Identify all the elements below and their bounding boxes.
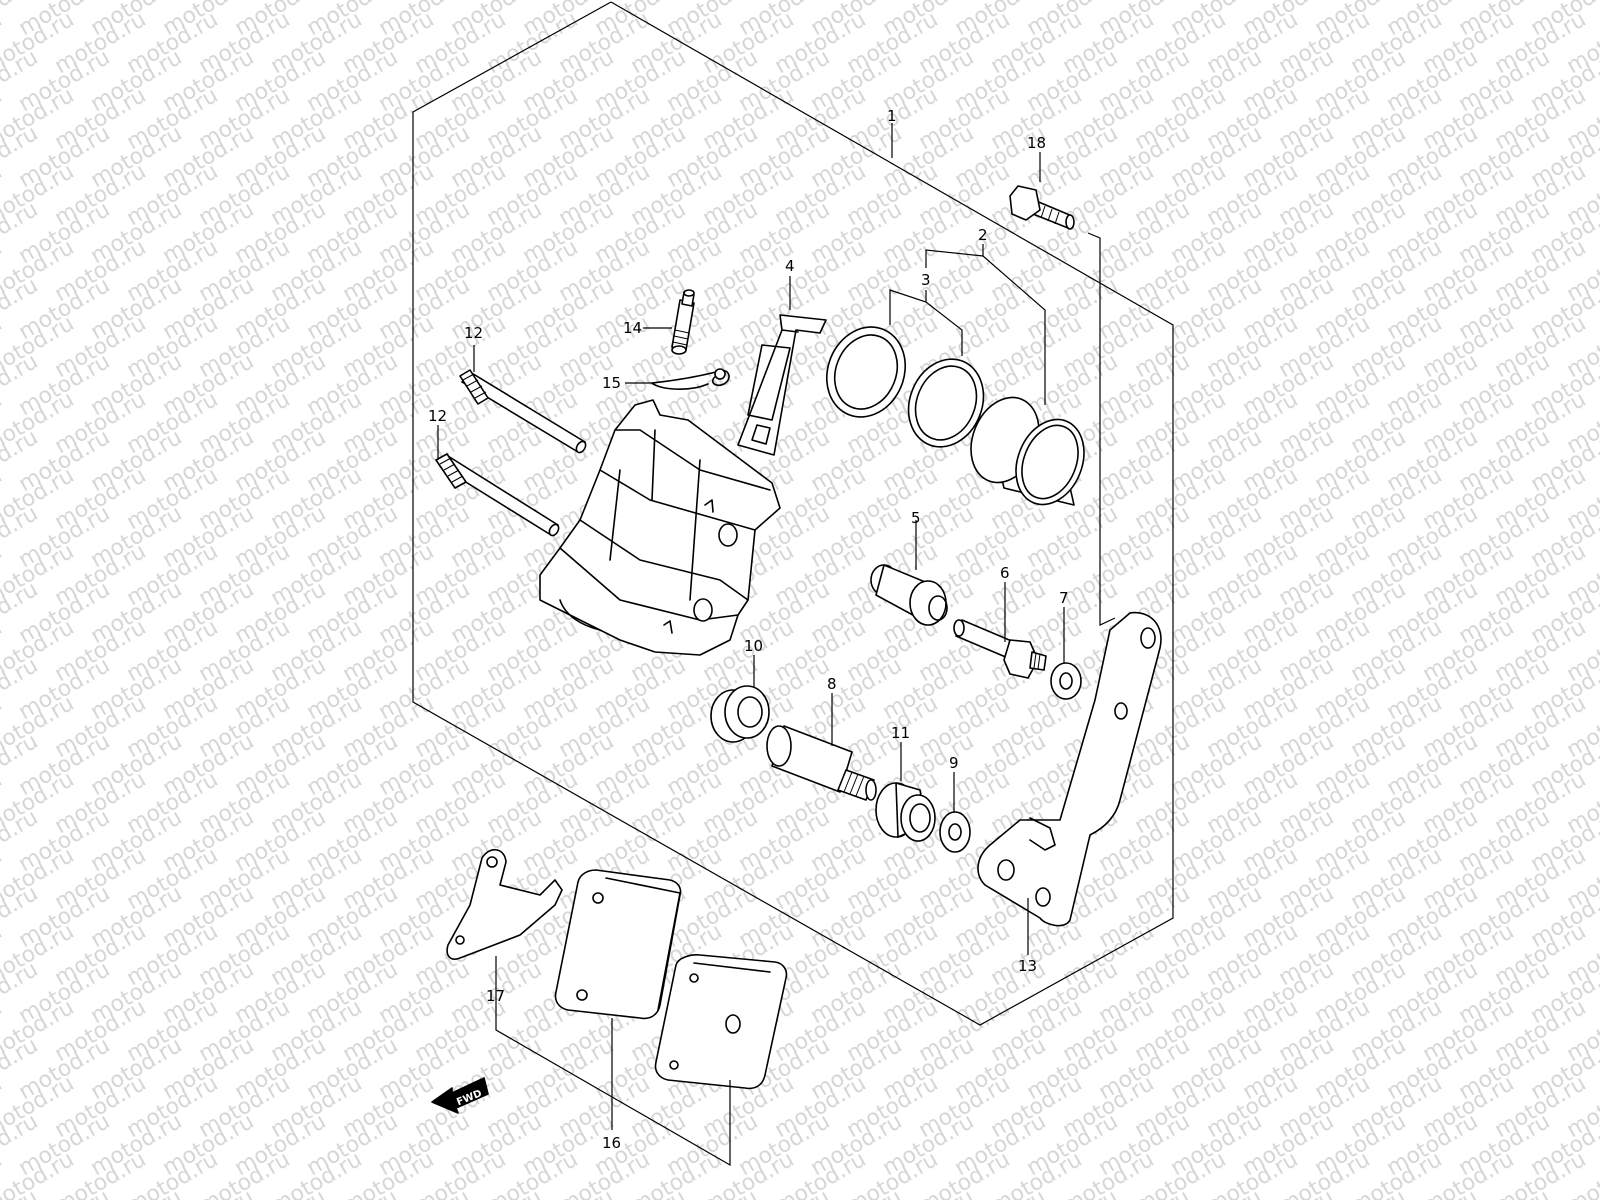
- part-18-mounting-bolt: [1009, 185, 1075, 230]
- part-14-bleeder-screw: [671, 289, 695, 355]
- callout-6: 6: [1000, 564, 1010, 582]
- callout-15: 15: [602, 374, 621, 392]
- part-3-piston-seal: [907, 358, 985, 448]
- callout-3: 3: [921, 271, 931, 289]
- callout-16: 16: [602, 1134, 621, 1152]
- callout-12-upper: 12: [464, 324, 483, 342]
- part-9-washer: [939, 811, 971, 853]
- part-7-washer: [1050, 662, 1082, 700]
- part-2-piston: [970, 396, 1085, 506]
- part-10-boot: [710, 685, 770, 743]
- leader-lines: [437, 123, 1116, 1167]
- part-3-piston-dust-seal: [825, 326, 907, 418]
- part-5-sleeve: [870, 564, 948, 626]
- callout-9: 9: [949, 754, 959, 772]
- part-12-pin-bolt-lower: [435, 453, 560, 537]
- part-16-brake-pad-front: [554, 869, 682, 1020]
- callout-12-lower: 12: [428, 407, 447, 425]
- callout-11: 11: [891, 724, 910, 742]
- part-11-boot: [875, 782, 936, 842]
- part-8-sleeve-pin: [766, 725, 877, 801]
- caliper-body: [539, 399, 781, 656]
- part-12-pin-bolt-upper: [459, 369, 587, 454]
- watermark-text: motod.ru: [1599, 0, 1600, 41]
- callout-labels: 1 18 2 3 4 14 15 12 12 5 6 7 10 8 11 9 1…: [428, 107, 1069, 1152]
- part-16-brake-pad-rear: [654, 954, 788, 1090]
- callout-14: 14: [623, 319, 642, 337]
- callout-13: 13: [1018, 957, 1037, 975]
- callout-1: 1: [887, 107, 897, 125]
- part-6-slide-pin: [953, 619, 1047, 679]
- callout-18: 18: [1027, 134, 1046, 152]
- callout-5: 5: [911, 509, 921, 527]
- callout-17: 17: [486, 987, 505, 1005]
- part-13-caliper-bracket: [977, 611, 1162, 927]
- callout-4: 4: [785, 257, 795, 275]
- callout-10: 10: [744, 637, 763, 655]
- callout-2: 2: [978, 226, 988, 244]
- part-15-bleeder-cap-clip: [651, 368, 730, 390]
- assembly-frame: [412, 1, 1174, 1026]
- part-4-pad-spring: [737, 314, 827, 456]
- callout-7: 7: [1059, 589, 1069, 607]
- callout-8: 8: [827, 675, 837, 693]
- part-17-pad-shim: [446, 849, 563, 960]
